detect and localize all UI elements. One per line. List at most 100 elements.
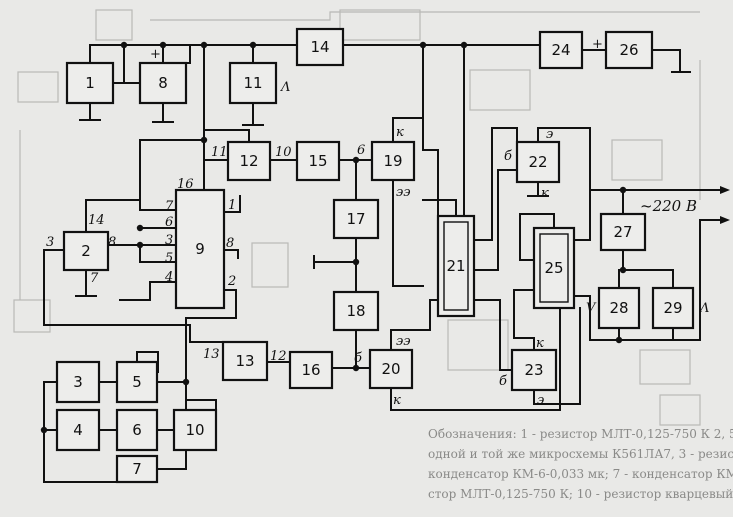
- block-15: 15: [295, 140, 341, 182]
- pin-label: +: [592, 37, 603, 52]
- block-11-label: 11: [243, 74, 262, 92]
- pin-label: 6: [357, 143, 365, 158]
- pin-label: 1: [228, 198, 236, 213]
- pin-label: ээ: [396, 185, 411, 200]
- block-2: 2: [62, 230, 110, 272]
- block-17-label: 17: [346, 210, 365, 228]
- pin-label: б: [354, 351, 362, 366]
- block-7-label: 7: [132, 460, 142, 478]
- legend-caption: Обозначения: 1 - резистор МЛТ-0,125-750 …: [428, 427, 733, 501]
- block-27: 27: [599, 212, 647, 252]
- pin-label: 14: [88, 213, 105, 228]
- block-23: 23: [510, 348, 558, 392]
- pin-label: э: [546, 127, 553, 142]
- pin-label: б: [504, 149, 512, 164]
- pin-label: 4: [164, 270, 173, 285]
- pin-label: 11: [211, 145, 228, 160]
- block-6: 6: [115, 408, 159, 452]
- block-6-label: 6: [132, 421, 142, 439]
- block-20-label: 20: [381, 360, 400, 378]
- block-18: 18: [332, 290, 380, 332]
- block-9: 9: [174, 188, 226, 310]
- block-7: 7: [115, 454, 159, 484]
- pin-label: э: [537, 393, 544, 408]
- block-2-label: 2: [81, 242, 91, 260]
- pin-label: 8: [108, 235, 116, 250]
- pin-label: ээ: [396, 334, 411, 349]
- pin-label: 8: [226, 236, 234, 251]
- pin-label: 7: [90, 271, 99, 286]
- caption-line: одной и той же микросхемы К561ЛА7, 3 - р…: [428, 447, 733, 461]
- block-8-label: 8: [158, 74, 168, 92]
- pin-label: +: [150, 47, 161, 62]
- block-24: 24: [538, 30, 584, 70]
- block-10-label: 10: [185, 421, 204, 439]
- pin-labels: + Λ + 11 10 6 к ээ 16 7 6 3 5 4 1 8 2 14…: [46, 37, 709, 408]
- bleed-through-traces: [13, 9, 701, 426]
- block-1-label: 1: [85, 74, 95, 92]
- pin-label: 2: [227, 274, 236, 289]
- pin-label: к: [541, 186, 549, 201]
- pin-label: к: [393, 393, 401, 408]
- block-29-label: 29: [663, 299, 682, 317]
- caption-line: Обозначения: 1 - резистор МЛТ-0,125-750 …: [428, 427, 733, 441]
- block-11: 11: [228, 61, 278, 105]
- block-3-label: 3: [73, 373, 83, 391]
- block-16-label: 16: [301, 361, 320, 379]
- pin-label: V: [586, 301, 597, 316]
- block-1: 1: [65, 61, 115, 105]
- pin-label: 3: [46, 235, 54, 250]
- block-17: 17: [332, 198, 380, 240]
- pin-label: 10: [275, 145, 292, 160]
- block-28-label: 28: [609, 299, 628, 317]
- block-8: 8: [138, 61, 188, 105]
- pin-label: 5: [165, 251, 173, 266]
- pin-label: 16: [177, 177, 194, 192]
- pin-label: Λ: [699, 301, 709, 316]
- block-13: 13: [221, 340, 269, 382]
- block-3: 3: [55, 360, 101, 404]
- caption-line: конденсатор КМ-6-0,033 мк; 7 - конденсат…: [428, 467, 733, 481]
- block-5: 5: [115, 360, 159, 404]
- block-14-label: 14: [310, 38, 329, 56]
- block-19-label: 19: [383, 152, 402, 170]
- pin-label: 13: [203, 347, 220, 362]
- block-21: 21: [436, 214, 476, 318]
- block-9-label: 9: [195, 240, 205, 258]
- pin-label: 6: [165, 215, 173, 230]
- pin-label: к: [396, 125, 404, 140]
- block-28: 28: [597, 286, 641, 330]
- block-19: 19: [370, 140, 416, 182]
- pin-label: 7: [165, 199, 174, 214]
- mains-voltage-label: ~220 В: [640, 197, 697, 215]
- caption-line: стор МЛТ-0,125-750 К; 10 - резистор квар…: [428, 487, 733, 501]
- block-12-label: 12: [239, 152, 258, 170]
- block-4: 4: [55, 408, 101, 452]
- block-21-label: 21: [446, 257, 465, 275]
- block-27-label: 27: [613, 223, 632, 241]
- blocks: 1 8 11 14 24 26 12 15 19 22 9 2 17 21 25…: [55, 27, 695, 484]
- block-18-label: 18: [346, 302, 365, 320]
- pin-label: Λ: [280, 80, 290, 95]
- block-16: 16: [288, 350, 334, 390]
- block-25-label: 25: [544, 259, 563, 277]
- block-26: 26: [604, 30, 654, 70]
- block-22: 22: [515, 140, 561, 184]
- block-5-label: 5: [132, 373, 142, 391]
- pin-label: 3: [165, 233, 173, 248]
- block-15-label: 15: [308, 152, 327, 170]
- block-25: 25: [532, 226, 576, 310]
- block-20: 20: [368, 348, 414, 390]
- block-24-label: 24: [551, 41, 570, 59]
- block-23-label: 23: [524, 361, 543, 379]
- pin-label: 12: [270, 349, 287, 364]
- block-14: 14: [295, 27, 345, 67]
- block-29: 29: [651, 286, 695, 330]
- pin-label: б: [499, 374, 507, 389]
- block-26-label: 26: [619, 41, 638, 59]
- block-22-label: 22: [528, 153, 547, 171]
- pin-label: к: [536, 336, 544, 351]
- block-10: 10: [172, 408, 218, 452]
- block-13-label: 13: [235, 352, 254, 370]
- junction-dots: [40, 41, 627, 434]
